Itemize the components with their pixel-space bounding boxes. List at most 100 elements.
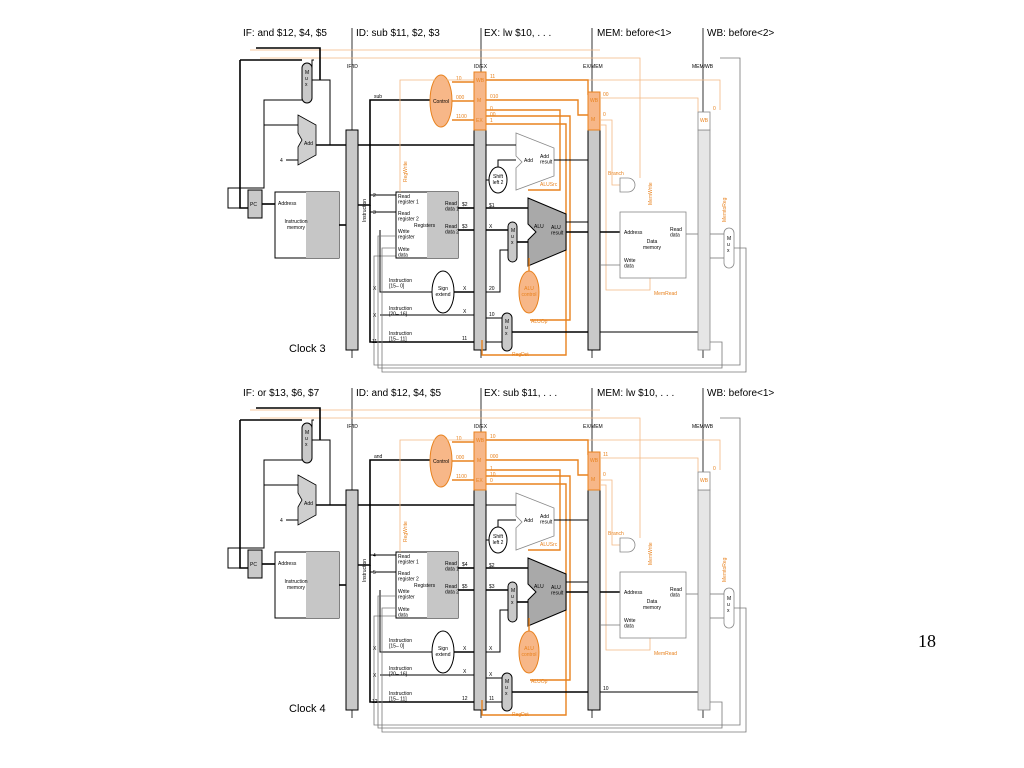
ex-ex-value: 0 bbox=[490, 478, 493, 484]
sign-extend-value: X bbox=[463, 286, 467, 292]
rt-value: X bbox=[463, 669, 467, 675]
alu-result-label: result bbox=[551, 591, 564, 597]
instr-15-0-label: [15– 0] bbox=[389, 644, 405, 650]
instr-20-16-label: [20– 16] bbox=[389, 312, 408, 318]
wire bbox=[497, 159, 516, 167]
alu-label: ALU bbox=[534, 584, 544, 590]
instr-15-0-value: X bbox=[373, 286, 377, 292]
pc-adder bbox=[297, 474, 317, 526]
ex-m-value: 000 bbox=[490, 454, 499, 460]
wire bbox=[369, 565, 474, 703]
sign-extend-value: X bbox=[463, 646, 467, 652]
alu-control-label: ALU bbox=[524, 646, 534, 652]
wire bbox=[486, 79, 589, 95]
wire bbox=[239, 60, 249, 209]
constant-four: 4 bbox=[280, 158, 283, 164]
branch-adder bbox=[515, 132, 555, 191]
regdst-label: RegDst bbox=[512, 352, 529, 358]
control-label: Control bbox=[433, 99, 449, 105]
write-data-label: Write bbox=[398, 247, 410, 253]
mem-wb-value: 00 bbox=[603, 92, 609, 98]
wire bbox=[260, 57, 641, 178]
mux-label: u bbox=[511, 234, 514, 240]
wire bbox=[379, 590, 432, 653]
shift-left-label: Shift bbox=[493, 534, 504, 540]
if-id-label: IF/ID bbox=[347, 64, 358, 70]
read-data-1-value: $2 bbox=[462, 202, 468, 208]
sign-extend-label: extend bbox=[435, 652, 450, 658]
memwrite-label: MemWrite bbox=[648, 182, 654, 205]
write-register-label: Write bbox=[398, 229, 410, 235]
regwrite-label: RegWrite bbox=[403, 161, 409, 182]
pc-adder bbox=[297, 114, 317, 166]
data-memory bbox=[619, 211, 687, 279]
instruction-memory-label: Instruction bbox=[284, 579, 307, 585]
mux-label: M bbox=[511, 228, 515, 234]
rd-value: 11 bbox=[462, 336, 467, 342]
read-data-label: data bbox=[670, 593, 680, 599]
ex-wb-value: 10 bbox=[490, 434, 496, 440]
wire bbox=[369, 205, 474, 343]
mem-m-value: 0 bbox=[603, 472, 606, 478]
stage-label-ex: EX: sub $11, . . . bbox=[484, 388, 557, 399]
wire bbox=[600, 484, 651, 651]
id-ex-m: M bbox=[477, 98, 481, 104]
shift-left-label: left 2 bbox=[493, 180, 504, 186]
ex-read-data-1-value: $2 bbox=[489, 563, 495, 569]
register-file-shade bbox=[427, 552, 458, 618]
read-data-2-value: $3 bbox=[462, 224, 468, 230]
data-memory bbox=[619, 571, 687, 639]
alu bbox=[527, 557, 567, 627]
instr-15-11-value: 12 bbox=[372, 699, 378, 705]
add-result-label: result bbox=[540, 520, 553, 526]
alusrc-label: ALUSrc bbox=[540, 542, 558, 548]
instr-15-0-value: X bbox=[373, 646, 377, 652]
ex-mem-control-register bbox=[587, 91, 601, 131]
ctrl-ex-value: 1100 bbox=[456, 114, 467, 120]
branch-and-gate bbox=[619, 537, 636, 553]
read-data-2-label: Read bbox=[445, 224, 457, 230]
pc-label: PC bbox=[250, 202, 257, 208]
registers-label: Registers bbox=[414, 223, 436, 229]
clock-label: Clock 4 bbox=[289, 703, 326, 715]
mux-label: x bbox=[505, 331, 508, 337]
instr-15-11-label: Instruction bbox=[389, 331, 412, 337]
regdst-label: RegDst bbox=[512, 712, 529, 718]
id-ex-ex: EX bbox=[476, 118, 483, 124]
instr-15-0-label: Instruction bbox=[389, 638, 412, 644]
instr-20-16-label: Instruction bbox=[389, 306, 412, 312]
read-register-1-label: Read bbox=[398, 554, 410, 560]
opcode-value: and bbox=[374, 454, 383, 460]
write-register-label: Write bbox=[398, 589, 410, 595]
instr-15-11-label: Instruction bbox=[389, 691, 412, 697]
add-result-label: result bbox=[540, 160, 553, 166]
mem-wb-label: MEM/WB bbox=[692, 424, 714, 430]
mux-label: u bbox=[727, 242, 730, 248]
wire bbox=[600, 457, 699, 472]
wb-bit-value: 0 bbox=[713, 466, 716, 472]
wire bbox=[486, 475, 571, 681]
id-ex-control-register bbox=[473, 431, 487, 491]
ex-mem-register bbox=[587, 489, 601, 711]
read-data-2-value: $5 bbox=[462, 584, 468, 590]
shift-left-label: left 2 bbox=[493, 540, 504, 546]
read-data-1-label: Read bbox=[445, 561, 457, 567]
wire bbox=[256, 47, 321, 80]
instr-20-16-label: Instruction bbox=[389, 666, 412, 672]
instruction-vertical-label: Instruction bbox=[362, 559, 368, 582]
wire bbox=[600, 479, 620, 546]
mem-wb-wb: WB bbox=[700, 478, 709, 484]
constant-four: 4 bbox=[280, 518, 283, 524]
mux-label: M bbox=[305, 430, 309, 436]
sign-extend-label: extend bbox=[435, 292, 450, 298]
ctrl-ex-value: 1100 bbox=[456, 474, 467, 480]
sign-extend-label: Sign bbox=[438, 646, 448, 652]
mux-label: u bbox=[727, 602, 730, 608]
id-ex-ex: EX bbox=[476, 478, 483, 484]
mux-label: x bbox=[727, 608, 730, 614]
mux-label: u bbox=[305, 436, 308, 442]
ex-wb-value: 11 bbox=[490, 74, 495, 80]
ex-mem-register bbox=[587, 129, 601, 351]
shift-left-label: Shift bbox=[493, 174, 504, 180]
